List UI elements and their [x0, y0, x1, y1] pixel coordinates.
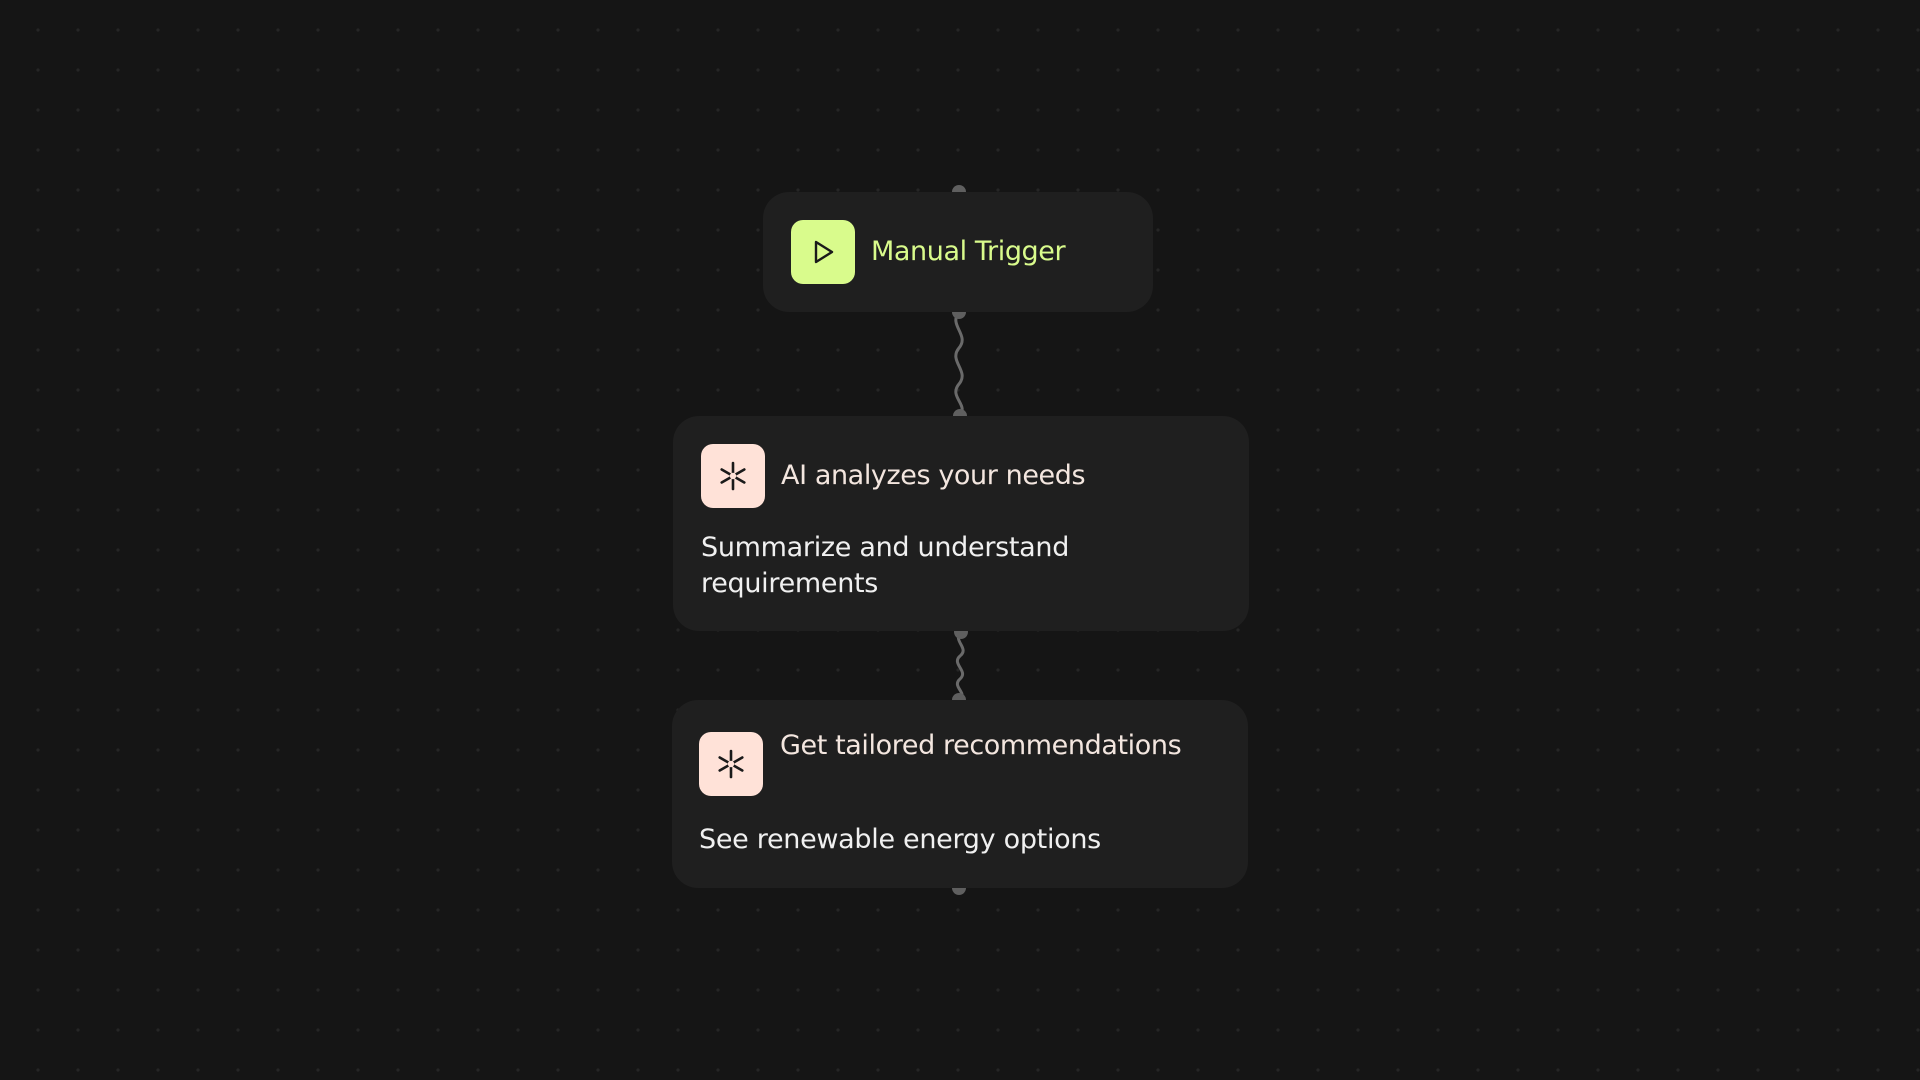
connector-trigger-to-analyze [954, 310, 964, 418]
node-ai-analyzes[interactable]: AI analyzes your needs Summarize and und… [673, 416, 1249, 631]
node-title: Get tailored recommendations [780, 730, 1182, 761]
node-description: See renewable energy options [699, 824, 1101, 855]
connector-analyze-to-recommend [955, 630, 965, 702]
node-description: Summarize and understand requirements [701, 532, 1070, 599]
asterisk-icon [718, 749, 744, 779]
trigger-icon-box [791, 220, 855, 284]
node-title: Manual Trigger [871, 236, 1066, 267]
analyze-icon-box [701, 444, 765, 508]
recommend-icon-box [699, 732, 763, 796]
node-title: AI analyzes your needs [781, 460, 1086, 491]
node-manual-trigger[interactable]: Manual Trigger [763, 192, 1153, 312]
play-icon [814, 240, 834, 264]
asterisk-icon [720, 461, 746, 491]
node-tailored-recommendations[interactable]: Get tailored recommendations See renewab… [672, 700, 1248, 888]
